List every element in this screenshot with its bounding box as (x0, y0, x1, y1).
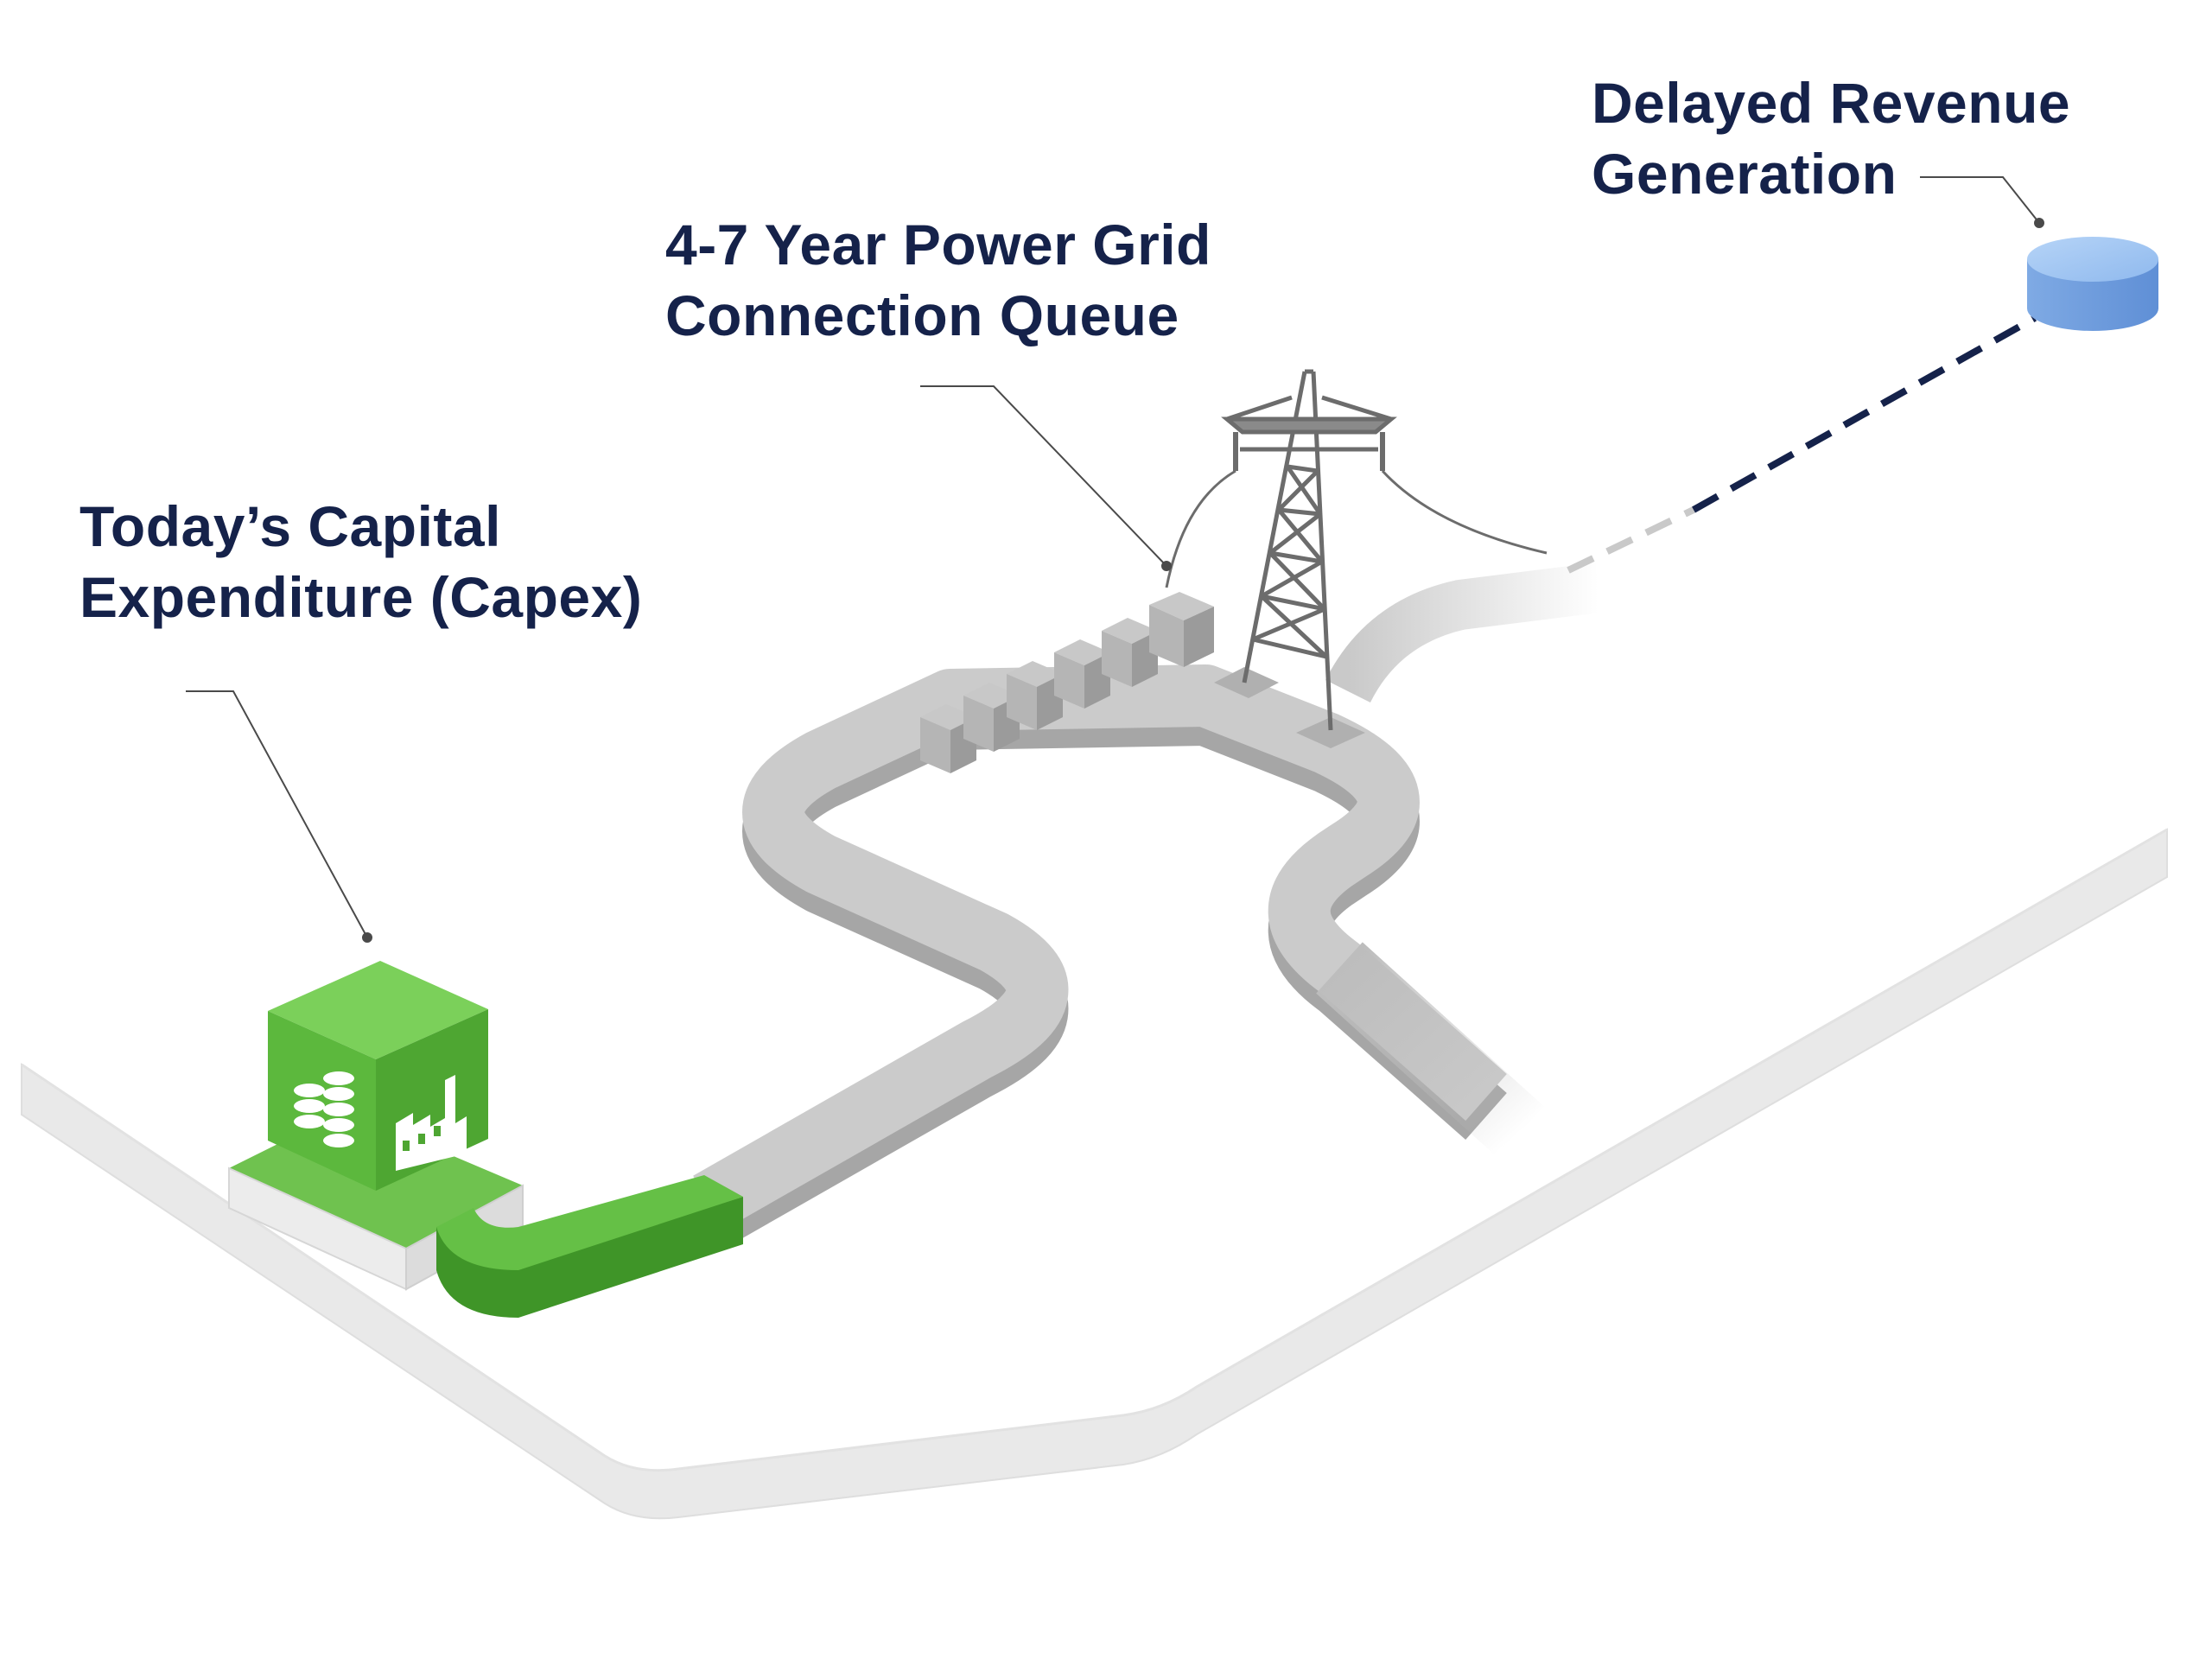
queue-box (920, 704, 976, 773)
revenue-label-line1: Delayed Revenue (1592, 71, 2071, 135)
platform (21, 828, 2168, 1520)
revenue-label: Delayed Revenue Generation (1592, 67, 2070, 209)
queue-label: 4-7 Year Power Grid Connection Queue (665, 209, 1211, 351)
queue-boxes (920, 592, 1214, 773)
revenue-cylinder-icon (2027, 237, 2158, 331)
capex-label: Today’s Capital Expenditure (Capex) (79, 491, 642, 632)
coin-stack-icon (294, 1071, 354, 1147)
capex-label-line1: Today’s Capital (79, 494, 501, 558)
queue-box (1149, 592, 1214, 667)
leader-lines (186, 176, 2044, 943)
revenue-dashed-line (1567, 315, 2037, 574)
queue-label-line1: 4-7 Year Power Grid (665, 213, 1211, 276)
transmission-tower-icon (1165, 369, 1548, 748)
queue-path (693, 563, 1602, 1249)
factory-icon (396, 1075, 467, 1171)
revenue-label-line2: Generation (1592, 142, 1897, 206)
queue-label-line2: Connection Queue (665, 283, 1179, 347)
queue-box (963, 683, 1020, 752)
capex-label-line2: Expenditure (Capex) (79, 565, 643, 629)
